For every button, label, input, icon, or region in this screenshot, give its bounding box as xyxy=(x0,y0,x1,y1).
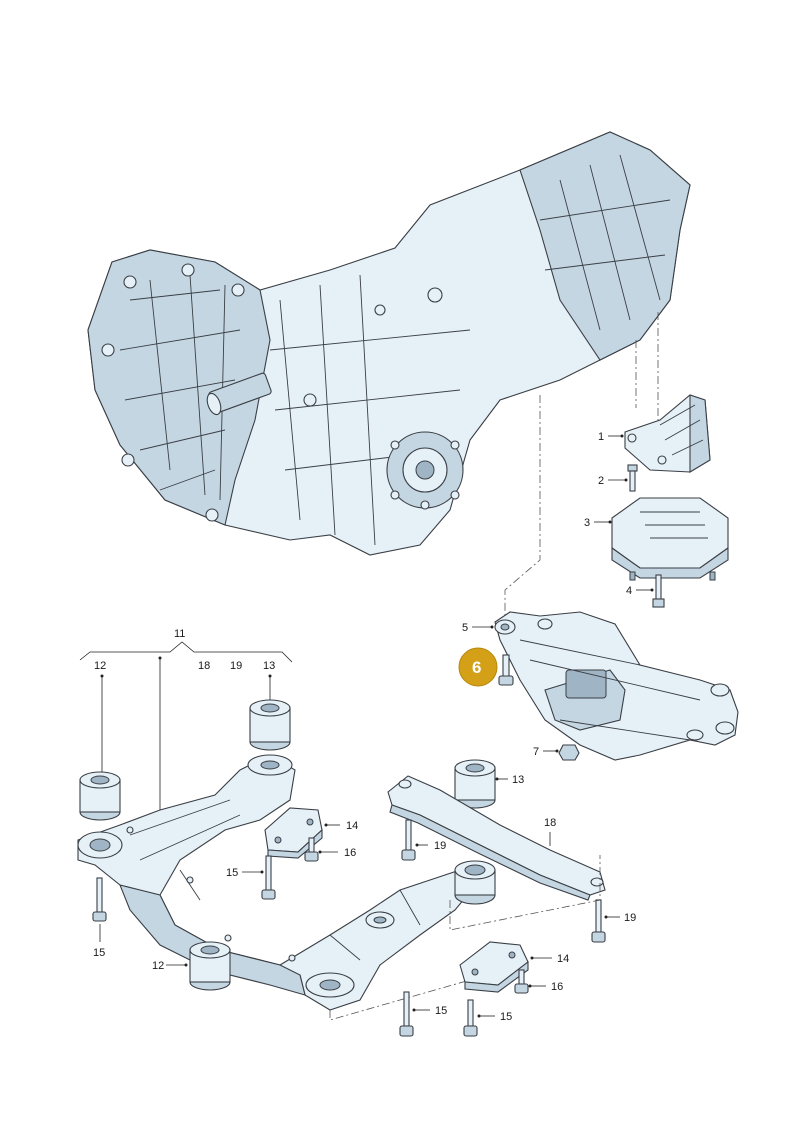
bracket-14-top[interactable] xyxy=(264,807,323,859)
bushing-13-top[interactable] xyxy=(249,699,291,751)
bracket-14-bottom[interactable] xyxy=(459,941,529,993)
transmission-housing[interactable] xyxy=(87,131,691,556)
callout-4: 4 xyxy=(626,585,652,597)
svg-text:6: 6 xyxy=(472,658,481,677)
bolt-16-bottom[interactable] xyxy=(514,969,529,994)
callout-15-left: 15 xyxy=(93,924,105,959)
bushing-12-bottom[interactable] xyxy=(189,941,231,991)
svg-text:16: 16 xyxy=(551,981,563,993)
svg-text:18: 18 xyxy=(544,817,556,829)
callout-19-right: 19 xyxy=(606,912,636,924)
callout-13-right: 13 xyxy=(497,774,524,786)
callout-3: 3 xyxy=(584,517,610,529)
callout-15-bottom-right: 15 xyxy=(479,1011,512,1023)
svg-text:14: 14 xyxy=(557,953,569,965)
transmission-crossmember[interactable] xyxy=(494,611,739,761)
svg-text:12: 12 xyxy=(94,660,106,672)
svg-text:15: 15 xyxy=(500,1011,512,1023)
callout-18: 18 xyxy=(544,817,556,846)
svg-text:15: 15 xyxy=(435,1005,447,1017)
svg-text:2: 2 xyxy=(598,475,604,487)
bolt-4[interactable] xyxy=(652,574,665,608)
bushing-12-left[interactable] xyxy=(79,771,121,821)
svg-text:3: 3 xyxy=(584,517,590,529)
leader-dots xyxy=(100,434,654,1018)
callout-12-bottom: 12 xyxy=(152,960,186,972)
callout-12-top: 12 xyxy=(94,660,106,772)
callout-19-left: 19 xyxy=(417,840,446,852)
svg-text:5: 5 xyxy=(462,622,468,634)
nut-7[interactable] xyxy=(558,744,580,761)
subframe-cup-right[interactable] xyxy=(454,860,496,905)
group-11-bracket: 11 18 19 xyxy=(79,628,293,815)
callout-15-bottom-left: 15 xyxy=(414,1005,447,1017)
bolt-19-left[interactable] xyxy=(401,819,416,861)
svg-text:19: 19 xyxy=(624,912,636,924)
callout-15-middle: 15 xyxy=(226,867,262,879)
mount-bracket[interactable] xyxy=(624,394,711,473)
bolt-15-bottom-right[interactable] xyxy=(463,999,478,1037)
transmission-mount[interactable] xyxy=(611,497,729,581)
bolt-6[interactable] xyxy=(498,654,514,686)
svg-text:1: 1 xyxy=(598,431,604,443)
callout-7: 7 xyxy=(533,746,557,758)
callout-6-highlight[interactable]: 6 xyxy=(458,647,498,687)
bolt-15-left[interactable] xyxy=(92,877,107,922)
svg-text:16: 16 xyxy=(344,847,356,859)
svg-text:13: 13 xyxy=(263,660,275,672)
svg-text:19: 19 xyxy=(230,660,242,672)
bolt-16-top[interactable] xyxy=(304,837,319,862)
svg-text:18: 18 xyxy=(198,660,210,672)
callout-1: 1 xyxy=(598,431,622,443)
bolt-15-bottom-left[interactable] xyxy=(399,991,414,1037)
svg-text:4: 4 xyxy=(626,585,632,597)
callout-16-bottom: 16 xyxy=(530,981,563,993)
bolt-15-middle[interactable] xyxy=(261,855,276,900)
callout-13-top: 13 xyxy=(263,660,275,700)
svg-text:14: 14 xyxy=(346,820,358,832)
callout-5: 5 xyxy=(462,622,492,634)
callout-2: 2 xyxy=(598,475,626,487)
bolt-2[interactable] xyxy=(627,464,638,492)
svg-text:12: 12 xyxy=(152,960,164,972)
svg-text:15: 15 xyxy=(226,867,238,879)
callout-14-bottom: 14 xyxy=(532,953,569,965)
bushing-13-right[interactable] xyxy=(454,759,496,809)
front-subframe[interactable] xyxy=(77,754,481,1011)
svg-text:11: 11 xyxy=(174,628,185,640)
svg-text:15: 15 xyxy=(93,947,105,959)
svg-text:19: 19 xyxy=(434,840,446,852)
svg-text:7: 7 xyxy=(533,746,539,758)
strut-brace-18[interactable] xyxy=(387,775,606,901)
bolt-19-right[interactable] xyxy=(591,899,606,943)
svg-text:13: 13 xyxy=(512,774,524,786)
callout-14-top: 14 xyxy=(326,820,358,832)
callout-16-top: 16 xyxy=(320,847,356,859)
